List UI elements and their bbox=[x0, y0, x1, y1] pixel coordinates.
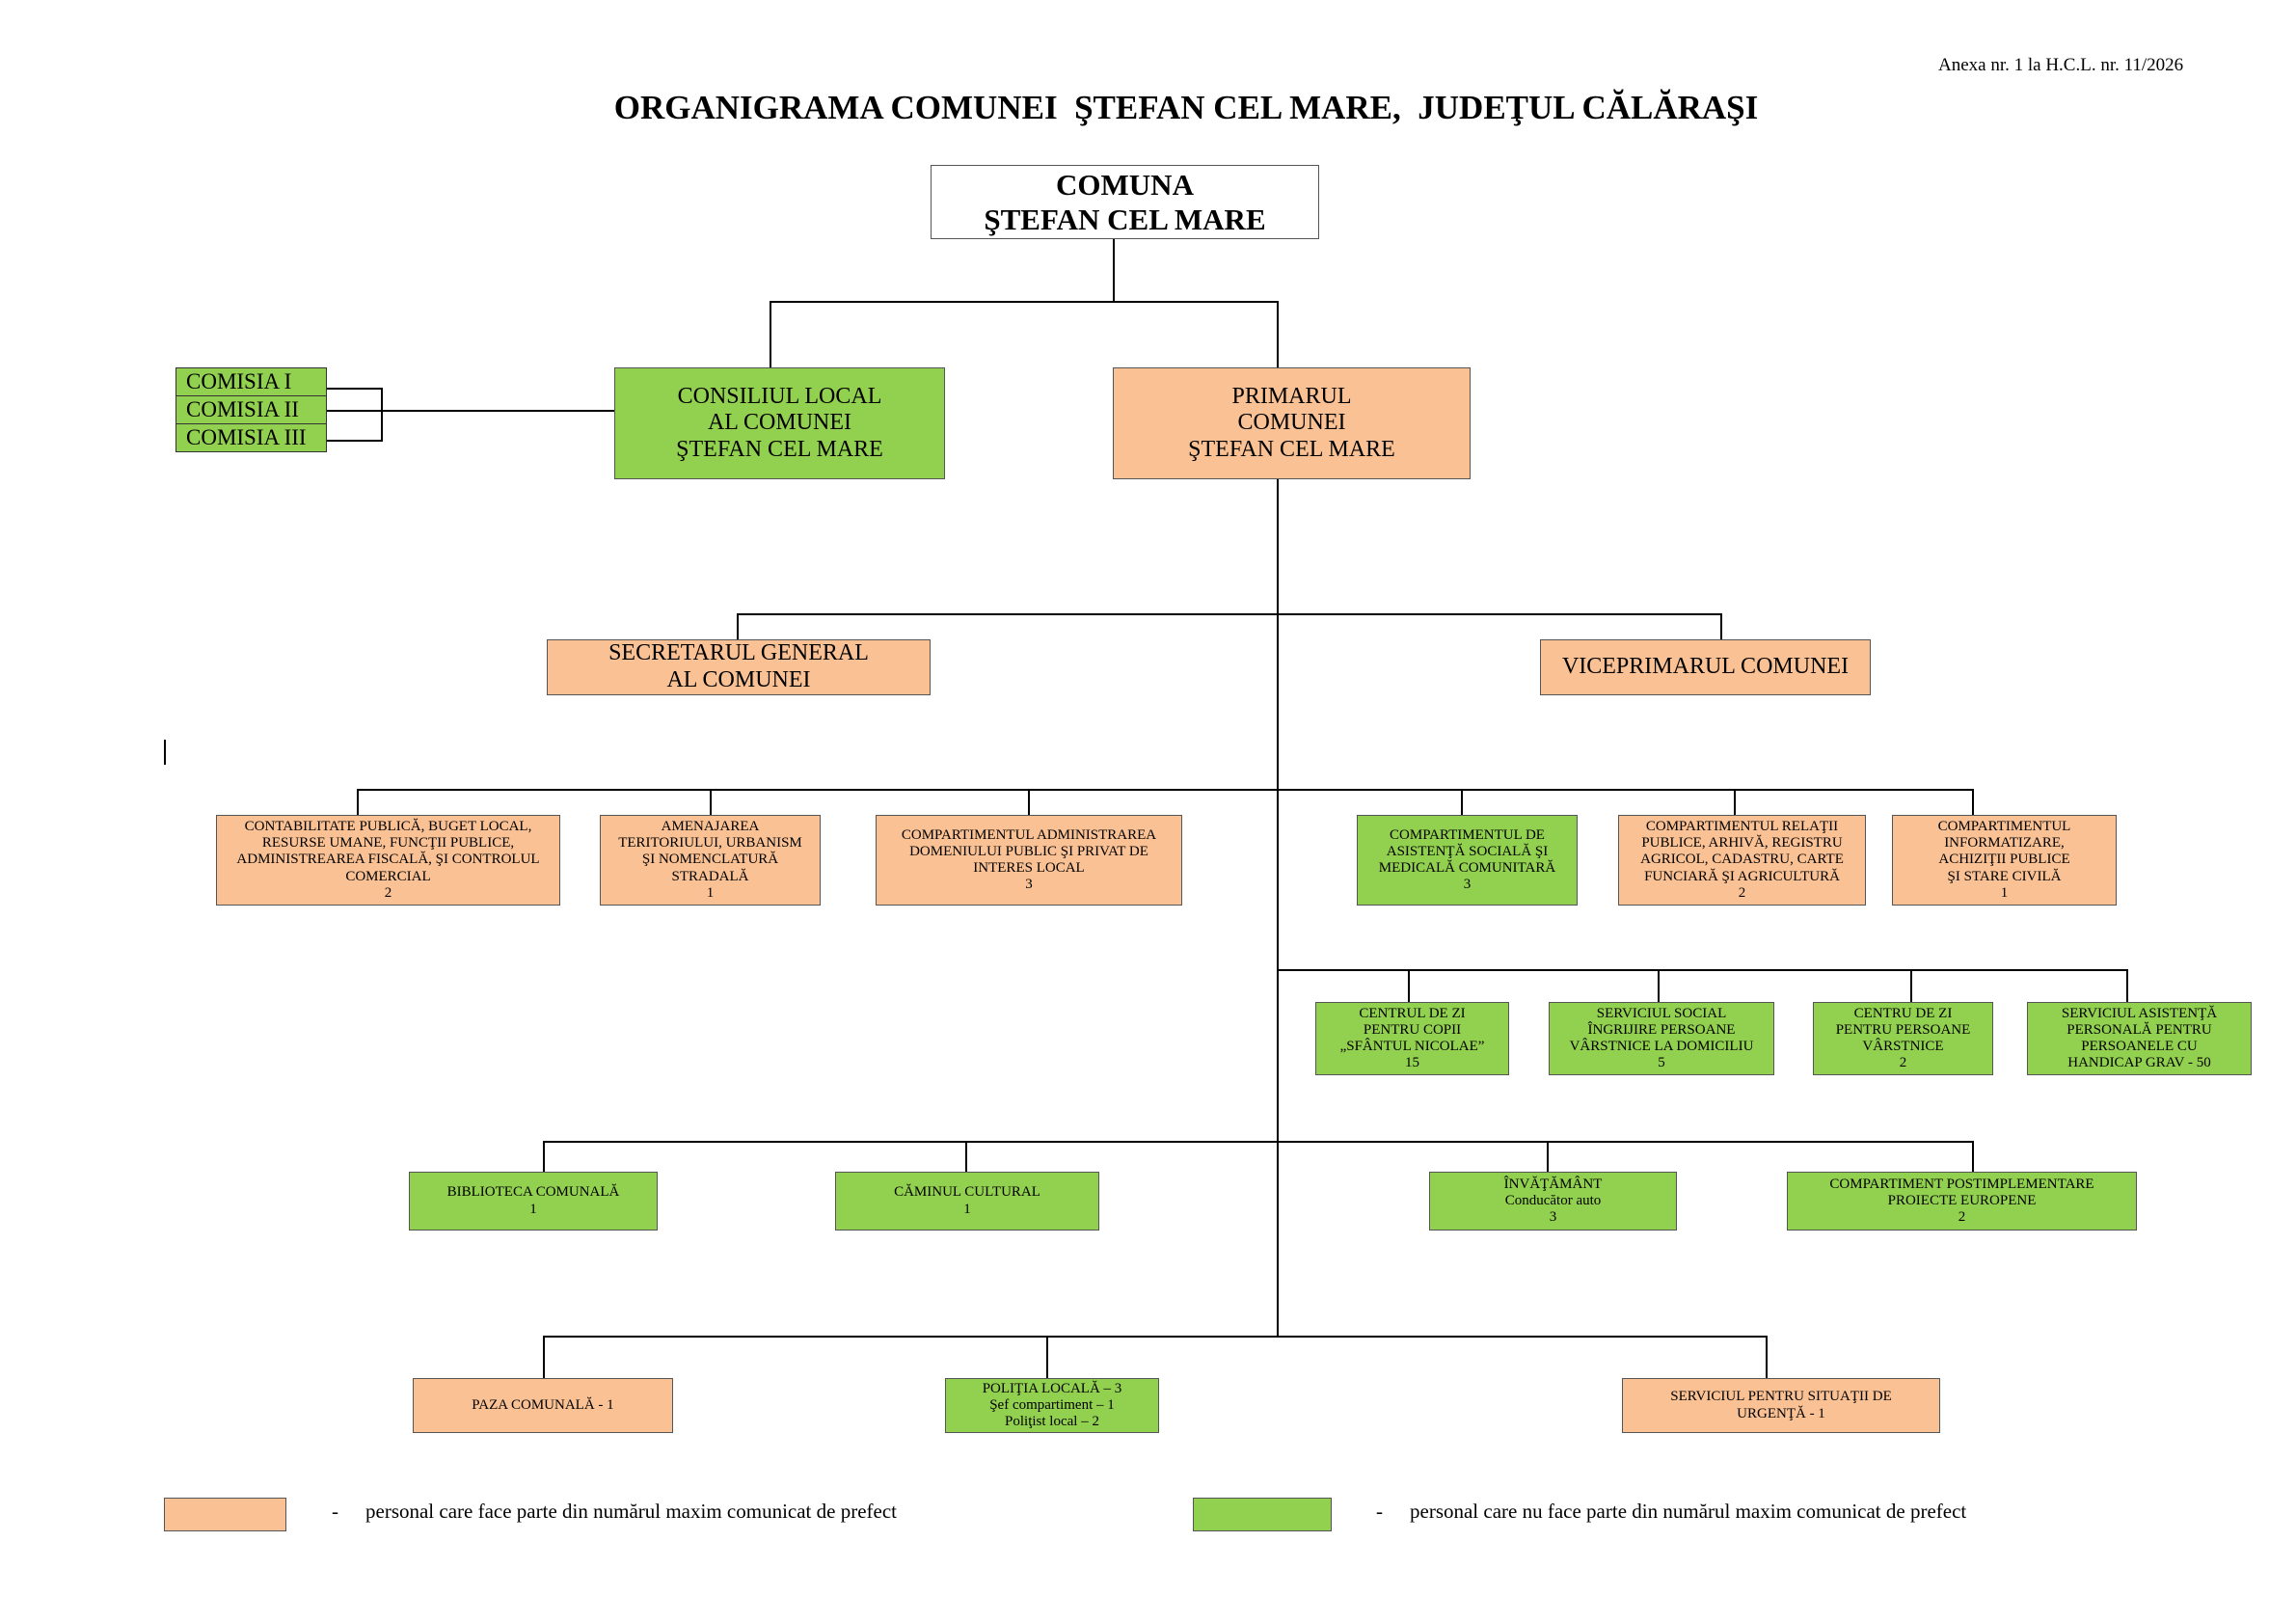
box-invatamant: ÎNVĂŢĂMÂNT Conducător auto 3 bbox=[1429, 1172, 1677, 1231]
root-box-comuna: COMUNA ŞTEFAN CEL MARE bbox=[931, 165, 1319, 239]
box-contabilitate: CONTABILITATE PUBLICĂ, BUGET LOCAL, RESU… bbox=[216, 815, 560, 906]
legend-text-green: personal care nu face parte din numărul … bbox=[1410, 1500, 1967, 1523]
box-centru-varstnici: CENTRU DE ZI PENTRU PERSOANE VÂRSTNICE 2 bbox=[1813, 1002, 1993, 1075]
box-urbanism: AMENAJAREA TERITORIULUI, URBANISM ŞI NOM… bbox=[600, 815, 821, 906]
viceprimar-box: VICEPRIMARUL COMUNEI bbox=[1540, 639, 1871, 695]
box-biblioteca: BIBLIOTECA COMUNALĂ 1 bbox=[409, 1172, 658, 1231]
page-title: ORGANIGRAMA COMUNEI ŞTEFAN CEL MARE, JUD… bbox=[613, 89, 1759, 126]
legend-swatch-green bbox=[1193, 1498, 1332, 1531]
box-camin-cultural: CĂMINUL CULTURAL 1 bbox=[835, 1172, 1099, 1231]
comisia-3: COMISIA III bbox=[176, 423, 327, 452]
secretar-general-box: SECRETARUL GENERAL AL COMUNEI bbox=[547, 639, 931, 695]
comisia-2: COMISIA II bbox=[176, 395, 327, 424]
box-asistenta-personala: SERVICIUL ASISTENŢĂ PERSONALĂ PENTRU PER… bbox=[2027, 1002, 2252, 1075]
legend-dash-orange: - bbox=[332, 1500, 338, 1523]
box-paza-comunala: PAZA COMUNALĂ - 1 bbox=[413, 1378, 673, 1433]
box-relatii-publice: COMPARTIMENTUL RELAŢII PUBLICE, ARHIVĂ, … bbox=[1618, 815, 1866, 906]
legend-text-orange: personal care face parte din numărul max… bbox=[365, 1500, 897, 1523]
consiliu-local-box: CONSILIUL LOCAL AL COMUNEI ŞTEFAN CEL MA… bbox=[614, 367, 945, 479]
legend-dash-green: - bbox=[1376, 1500, 1383, 1523]
box-situatii-urgenta: SERVICIUL PENTRU SITUAŢII DE URGENŢĂ - 1 bbox=[1622, 1378, 1940, 1433]
box-asistenta-sociala: COMPARTIMENTUL DE ASISTENŢĂ SOCIALĂ ŞI M… bbox=[1357, 815, 1578, 906]
box-domeniu-public: COMPARTIMENTUL ADMINISTRAREA DOMENIULUI … bbox=[876, 815, 1182, 906]
box-informatizare: COMPARTIMENTUL INFORMATIZARE, ACHIZIŢII … bbox=[1892, 815, 2117, 906]
box-centru-copii: CENTRUL DE ZI PENTRU COPII „SFÂNTUL NICO… bbox=[1315, 1002, 1509, 1075]
box-politia-locala: POLIŢIA LOCALĂ – 3 Şef compartiment – 1 … bbox=[945, 1378, 1159, 1433]
legend-swatch-orange bbox=[164, 1498, 286, 1531]
annex-note: Anexa nr. 1 la H.C.L. nr. 11/2026 bbox=[1938, 55, 2184, 75]
box-proiecte-europene: COMPARTIMENT POSTIMPLEMENTARE PROIECTE E… bbox=[1787, 1172, 2137, 1231]
box-ingrijire-domiciliu: SERVICIUL SOCIAL ÎNGRIJIRE PERSOANE VÂRS… bbox=[1549, 1002, 1774, 1075]
primar-box: PRIMARUL COMUNEI ŞTEFAN CEL MARE bbox=[1113, 367, 1471, 479]
comisia-1: COMISIA I bbox=[176, 367, 327, 396]
